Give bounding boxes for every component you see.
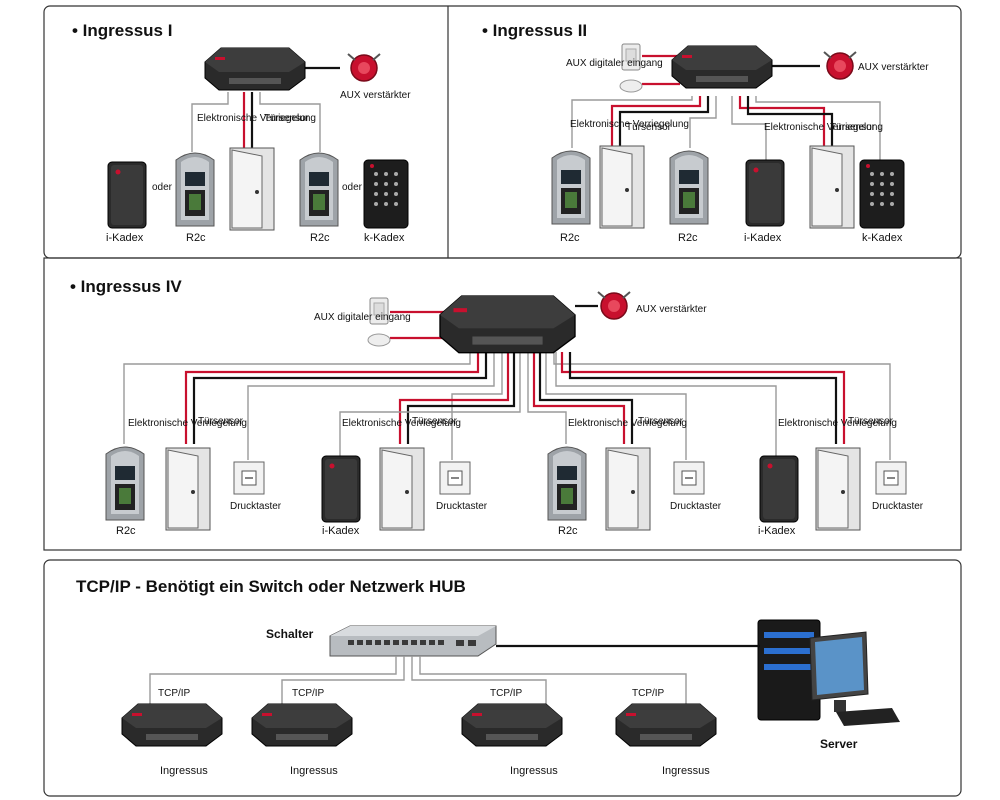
controller-icon (615, 703, 717, 747)
push-button-icon (673, 461, 705, 495)
lock-label: Elektronische Verriegelung (568, 418, 687, 429)
controller-label: Ingressus (160, 765, 208, 777)
push-button-icon (233, 461, 265, 495)
section-ingressus-1: • Ingressus I AUX verstärkter Elektronis… (72, 21, 411, 244)
keypad-reader-icon (363, 159, 409, 229)
fingerprint-reader-icon (547, 446, 587, 521)
switch-label: Schalter (266, 627, 314, 641)
door-sensor-label: Türsensor (198, 416, 244, 427)
siren-icon (347, 53, 381, 82)
door-icon (379, 447, 425, 531)
section-tcpip: TCP/IP - Benötigt ein Switch oder Netzwe… (76, 577, 900, 777)
lock-label: Elektronische Verriegelung (342, 418, 461, 429)
fingerprint-reader-icon (175, 152, 215, 227)
door-sensor-label: Türsensor (830, 122, 876, 133)
or-label: oder (152, 182, 173, 193)
device-label: k-Kadex (364, 232, 405, 244)
controller-icon (204, 47, 306, 91)
door-sensor-label: Türsensor (638, 416, 684, 427)
reader-icon (107, 161, 147, 229)
lock-label: Elektronische Verriegelung (197, 113, 316, 124)
tcpip-link-label: TCP/IP (632, 688, 665, 699)
aux-input-text: AUX digitaler eingang (566, 58, 663, 69)
device-label: i-Kadex (322, 525, 360, 537)
device-label: R2c (116, 525, 136, 537)
aux-amp-label: AUX verstärkter (858, 62, 929, 73)
door-icon (165, 447, 211, 531)
fingerprint-reader-icon (669, 150, 709, 225)
door-icon (599, 145, 645, 229)
section-title: • Ingressus IV (70, 277, 182, 296)
section-ingressus-4: • Ingressus IV AUX digitaler eingang AUX… (70, 277, 924, 537)
lock-label: Elektronische Verriegelung (570, 119, 689, 130)
controller-label: Ingressus (662, 765, 710, 777)
device-label: R2c (678, 232, 698, 244)
section-title: • Ingressus I (72, 21, 172, 40)
push-button-label: Drucktaster (670, 501, 722, 512)
lock-label: Elektronische Verriegelung (778, 418, 897, 429)
door-sensor-label: Türsensor (626, 122, 672, 133)
device-label: R2c (310, 232, 330, 244)
door-icon (605, 447, 651, 531)
controller-icon (461, 703, 563, 747)
door-icon (809, 145, 855, 229)
section-ingressus-2: • Ingressus II AUX digitaler eingang AUX… (482, 21, 929, 244)
device-label: i-Kadex (744, 232, 782, 244)
fingerprint-reader-icon (299, 152, 339, 227)
device-label: i-Kadex (758, 525, 796, 537)
controller-label: Ingressus (510, 765, 558, 777)
fingerprint-reader-icon (551, 150, 591, 225)
switch-icon (329, 625, 497, 657)
fingerprint-reader-icon (105, 446, 145, 521)
aux-input-label: AUX digitaler eingang (566, 58, 663, 69)
section-title: • Ingressus II (482, 21, 587, 40)
push-button-label: Drucktaster (230, 501, 282, 512)
controller-icon (251, 703, 353, 747)
push-button-label: Drucktaster (872, 501, 924, 512)
siren-icon (823, 51, 857, 80)
door-sensor-label: Türsensor (848, 416, 894, 427)
keypad-reader-icon (859, 159, 905, 229)
tcpip-link-label: TCP/IP (490, 688, 523, 699)
device-label: R2c (186, 232, 206, 244)
reader-icon (759, 455, 799, 523)
reader-icon (745, 159, 785, 227)
device-label: k-Kadex (862, 232, 903, 244)
push-button-icon (875, 461, 907, 495)
controller-icon (439, 295, 576, 354)
push-button-icon (439, 461, 471, 495)
door-icon (815, 447, 861, 531)
section-title: TCP/IP - Benötigt ein Switch oder Netzwe… (76, 577, 466, 596)
server-label: Server (820, 737, 858, 751)
siren-icon (597, 291, 631, 320)
device-label: R2c (558, 525, 578, 537)
reader-icon (321, 455, 361, 523)
device-label: R2c (560, 232, 580, 244)
controller-icon (121, 703, 223, 747)
door-icon (229, 147, 275, 231)
aux-amp-label: AUX verstärkter (636, 304, 707, 315)
push-button-label: Drucktaster (436, 501, 488, 512)
or-label: oder (342, 182, 363, 193)
aux-amp-label: AUX verstärkter (340, 90, 411, 101)
lock-label-text: Elektronische Verriegelung (197, 113, 316, 124)
device-label: i-Kadex (106, 232, 144, 244)
tcpip-link-label: TCP/IP (292, 688, 325, 699)
aux-input-label: AUX digitaler eingang (314, 312, 411, 323)
tcpip-link-label: TCP/IP (158, 688, 191, 699)
lock-label: Elektronische Verriegelung (764, 122, 883, 133)
controller-label: Ingressus (290, 765, 338, 777)
door-sensor-label: Türsensor (412, 416, 458, 427)
lock-label: Elektronische Verriegelung (128, 418, 247, 429)
door-sensor-label: Türsensor (264, 113, 310, 124)
server-icon (757, 619, 900, 726)
controller-icon (671, 45, 773, 89)
